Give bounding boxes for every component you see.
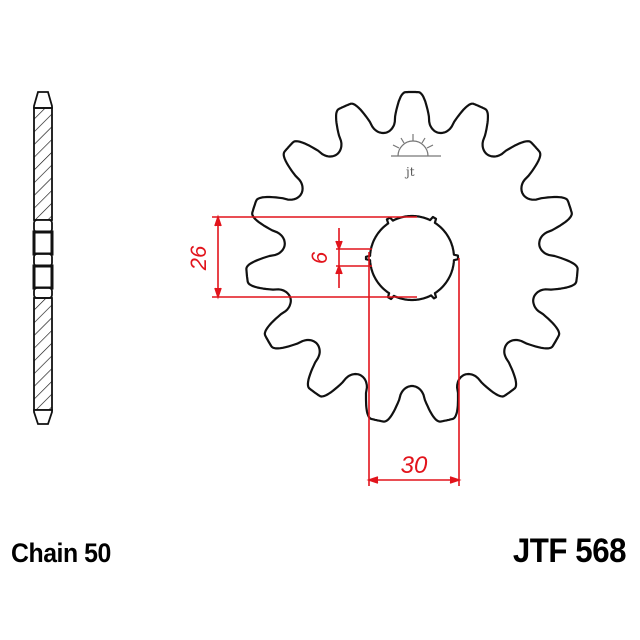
profile-top-chamfer: [33, 91, 53, 109]
part-number-label: JTF 568: [512, 532, 627, 570]
profile-bottom-chamfer: [33, 409, 53, 425]
svg-text:jt: jt: [404, 165, 415, 179]
dimension-lines: [212, 214, 462, 486]
dimension-6: 6: [307, 251, 332, 264]
profile-top-hatched: [33, 107, 53, 221]
profile-bottom-hatched: [33, 297, 53, 411]
rising-sun-icon: jt: [391, 134, 441, 179]
dimension-30: 30: [401, 452, 428, 479]
side-profile-view: [32, 91, 54, 425]
dimension-26: 26: [186, 245, 211, 271]
chain-size-label: Chain 50: [11, 538, 111, 568]
splined-bore: [364, 214, 460, 302]
